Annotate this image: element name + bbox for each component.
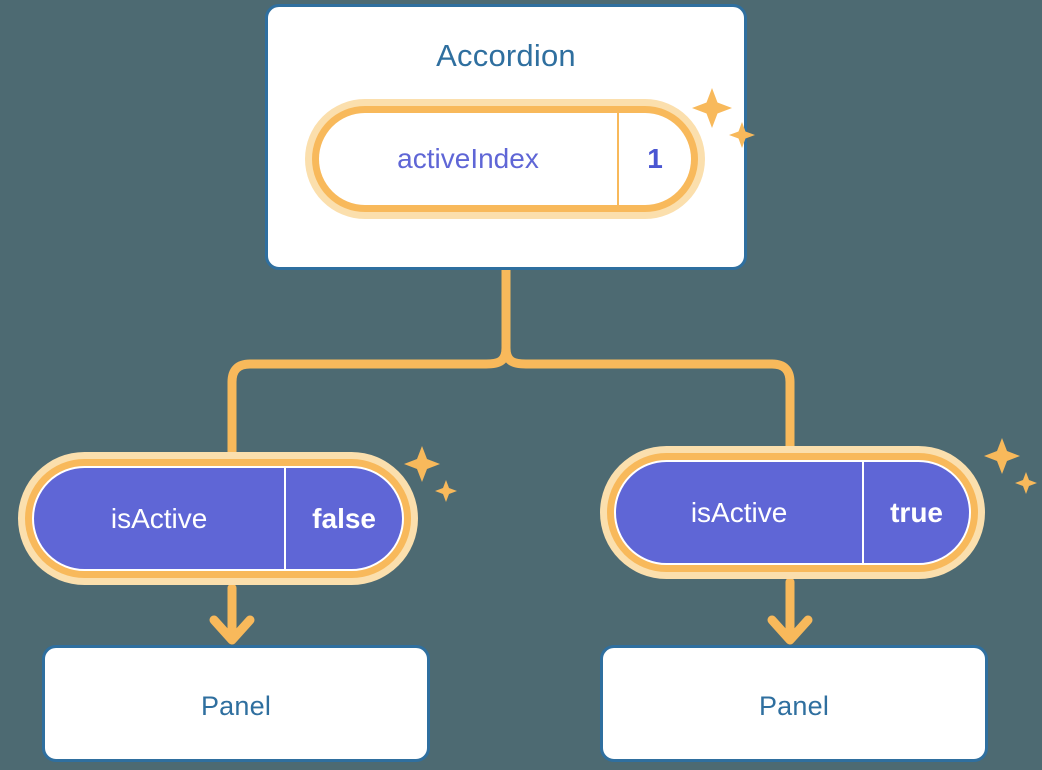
panel-title-right: Panel — [758, 691, 830, 721]
prop-badge-value-right: true — [862, 462, 969, 563]
prop-badge-ring-left: isActive false — [25, 459, 411, 578]
panel-title-left: Panel — [200, 691, 272, 721]
connector-branch-left — [227, 343, 511, 457]
prop-badge-isactive-true[interactable]: isActive true — [600, 446, 985, 579]
state-badge-value: 1 — [617, 113, 691, 205]
panel-card-left[interactable]: Panel — [42, 645, 430, 762]
connector-branch-right — [501, 343, 795, 457]
prop-badge-body-left: isActive false — [32, 466, 404, 571]
prop-badge-body-right: isActive true — [614, 460, 971, 565]
prop-badge-value-left: false — [284, 468, 402, 569]
state-badge-ring: activeIndex 1 — [312, 106, 698, 212]
arrow-down-icon-left — [209, 615, 255, 645]
page-title: Accordion — [436, 38, 576, 73]
arrow-down-icon-right — [767, 615, 813, 645]
prop-badge-ring-right: isActive true — [607, 453, 978, 572]
state-badge-body: activeIndex 1 — [319, 113, 691, 205]
prop-badge-isactive-false[interactable]: isActive false — [18, 452, 418, 585]
panel-card-right[interactable]: Panel — [600, 645, 988, 762]
state-badge-key: activeIndex — [397, 143, 539, 174]
prop-badge-key-right: isActive — [690, 496, 788, 528]
prop-badge-key-left: isActive — [110, 502, 208, 534]
state-badge-activeindex[interactable]: activeIndex 1 — [305, 99, 705, 219]
